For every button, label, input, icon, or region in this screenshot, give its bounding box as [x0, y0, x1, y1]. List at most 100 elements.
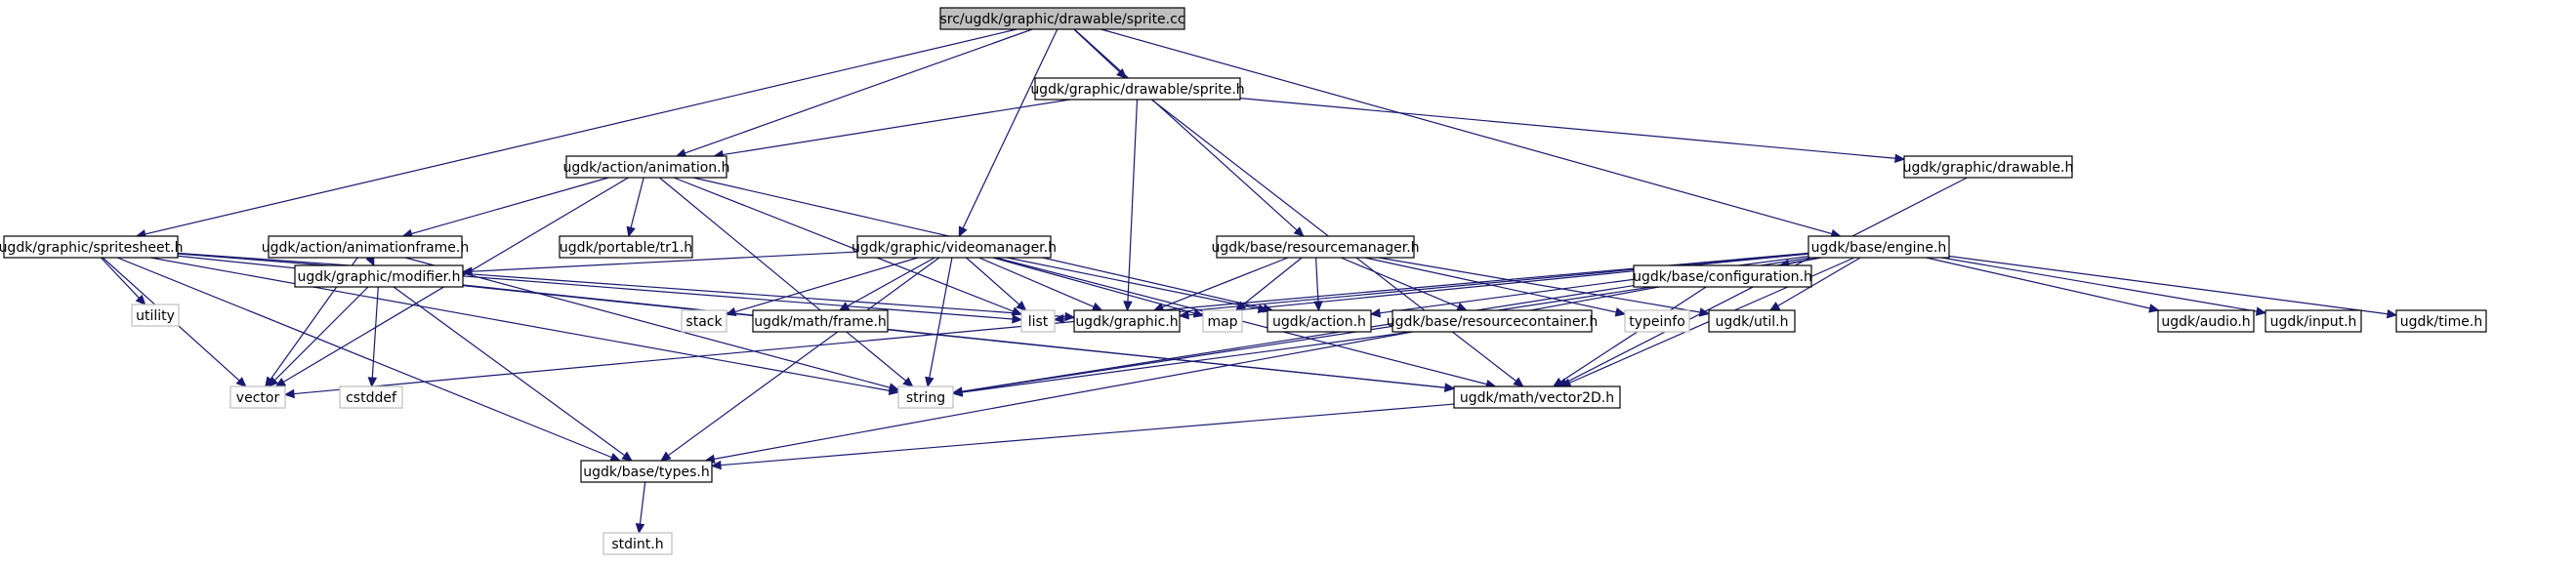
edge-sprite_cc-to-resourcemanager_h: [1073, 28, 1305, 237]
node-label: typeinfo: [1629, 314, 1685, 330]
arrowhead-icon: [283, 388, 295, 399]
node-videomanager-h[interactable]: ugdk/graphic/videomanager.h: [852, 235, 1057, 259]
node-drawable-h[interactable]: ugdk/graphic/drawable.h: [1903, 155, 2074, 179]
arrowhead-icon: [626, 225, 636, 238]
node-sprite-h[interactable]: ugdk/graphic/drawable/sprite.h: [1030, 77, 1245, 101]
node-stack: stack: [681, 309, 727, 333]
arrowhead-icon: [925, 376, 935, 388]
edge-line: [667, 257, 940, 457]
node-label: map: [1207, 314, 1237, 330]
node-label: ugdk/portable/tr1.h: [560, 240, 692, 256]
node-stdint-h: stdint.h: [602, 532, 673, 555]
edge-line: [1941, 257, 2258, 312]
edge-videomanager_h-to-types_h: [660, 257, 940, 462]
arrowhead-icon: [1016, 301, 1027, 311]
node-tr1-h[interactable]: ugdk/portable/tr1.h: [559, 235, 693, 259]
edge-engine_h-to-list: [1053, 252, 1809, 324]
edge-videomanager_h-to-frame_h: [838, 257, 935, 311]
node-configuration-h[interactable]: ugdk/base/configuration.h: [1633, 264, 1812, 288]
edge-animationframe_h-to-string: [404, 257, 900, 392]
node-resourcemanager-h[interactable]: ugdk/base/resourcemanager.h: [1211, 235, 1420, 259]
node-box: [131, 304, 180, 327]
node-input-h[interactable]: ugdk/input.h: [2264, 309, 2362, 333]
arrowhead-icon: [2255, 306, 2267, 316]
edge-modifier_h-to-cstddef: [367, 286, 379, 388]
node-box: [229, 385, 286, 409]
node-label: ugdk/graphic/videomanager.h: [852, 240, 1057, 256]
arrowhead-icon: [1012, 314, 1023, 324]
edge-sprite_cc-to-videomanager_h: [958, 28, 1059, 238]
edge-line: [1926, 257, 2150, 309]
node-animation-h[interactable]: ugdk/action/animation.h: [563, 155, 730, 179]
node-box: [1216, 235, 1415, 259]
edge-types_h-to-stdint_h: [635, 481, 646, 535]
node-vector2d-h[interactable]: ugdk/math/vector2D.h: [1453, 385, 1621, 409]
edge-videomanager_h-to-action_h: [1007, 257, 1269, 314]
node-box: [1267, 309, 1372, 333]
node-graphic-h[interactable]: ugdk/graphic.h: [1073, 309, 1181, 333]
edge-line: [1777, 257, 1861, 306]
arrowhead-icon: [902, 377, 914, 387]
edge-line: [1007, 257, 1260, 310]
node-string: string: [897, 385, 954, 409]
edge-spritesheet_h-to-list: [177, 253, 1023, 324]
node-box: [2395, 309, 2487, 333]
edge-engine_h-to-audio_h: [1926, 257, 2160, 313]
edge-resourcemanager_h-to-action_h: [1313, 257, 1323, 312]
edge-line: [658, 177, 907, 382]
node-resourcecontainer-h[interactable]: ugdk/base/resourcecontainer.h: [1387, 309, 1599, 333]
arrowhead-icon: [1091, 302, 1103, 311]
node-label: ugdk/util.h: [1716, 314, 1789, 330]
edge-line: [177, 253, 1014, 320]
edge-line: [1378, 257, 1701, 313]
node-util-h[interactable]: ugdk/util.h: [1708, 309, 1796, 333]
node-box: [294, 264, 464, 288]
edge-sprite_h-to-drawable_h: [1239, 98, 1906, 163]
node-box: [1633, 264, 1812, 288]
node-label: ugdk/base/types.h: [583, 465, 709, 480]
node-label: ugdk/graphic/modifier.h: [298, 269, 461, 285]
node-label: ugdk/action/animation.h: [563, 160, 730, 176]
arrowhead-icon: [1614, 307, 1627, 317]
node-animationframe-h[interactable]: ugdk/action/animationframe.h: [262, 235, 470, 259]
node-types-h[interactable]: ugdk/base/types.h: [580, 460, 713, 483]
node-box: [1073, 309, 1181, 333]
node-engine-h[interactable]: ugdk/base/engine.h: [1807, 235, 1950, 259]
arrowhead-icon: [135, 294, 146, 305]
node-modifier-h[interactable]: ugdk/graphic/modifier.h: [294, 264, 464, 288]
arrowhead-icon: [1768, 302, 1781, 311]
node-box: [2264, 309, 2362, 333]
arrowhead-icon: [888, 383, 900, 392]
node-spritesheet-h[interactable]: ugdk/graphic/spritesheet.h: [0, 235, 183, 259]
node-box: [1392, 309, 1593, 333]
node-box: [339, 385, 403, 409]
edge-line: [714, 257, 1820, 460]
arrowhead-icon: [1293, 226, 1305, 237]
edge-line: [149, 257, 891, 391]
node-frame-h[interactable]: ugdk/math/frame.h: [752, 309, 889, 333]
node-sprite-cc[interactable]: src/ugdk/graphic/drawable/sprite.cc: [939, 7, 1185, 30]
node-box: [752, 309, 889, 333]
arrowhead-icon: [1698, 307, 1711, 317]
edge-line: [639, 481, 646, 525]
edge-line: [630, 177, 644, 228]
edge-resourcemanager_h-to-resourcecontainer_h: [1340, 257, 1468, 311]
arrowhead-icon: [621, 451, 633, 462]
arrowhead-icon: [2386, 308, 2398, 319]
arrowhead-icon: [1456, 302, 1468, 311]
node-box: [1020, 309, 1056, 333]
edge-configuration_h-to-vector2d_h: [1552, 286, 1707, 387]
node-label: vector: [236, 390, 280, 406]
edge-line: [673, 177, 1014, 312]
node-audio-h[interactable]: ugdk/audio.h: [2157, 309, 2255, 333]
node-map: map: [1202, 309, 1243, 333]
node-box: [897, 385, 954, 409]
node-action-h[interactable]: ugdk/action.h: [1267, 309, 1372, 333]
node-label: list: [1028, 314, 1049, 330]
edge-sprite_h-to-graphic_h: [1123, 99, 1139, 312]
edge-line: [100, 257, 140, 299]
edge-line: [722, 99, 1070, 156]
node-time-h[interactable]: ugdk/time.h: [2395, 309, 2487, 333]
edge-line: [1162, 257, 1289, 308]
node-label: ugdk/base/engine.h: [1811, 240, 1947, 256]
